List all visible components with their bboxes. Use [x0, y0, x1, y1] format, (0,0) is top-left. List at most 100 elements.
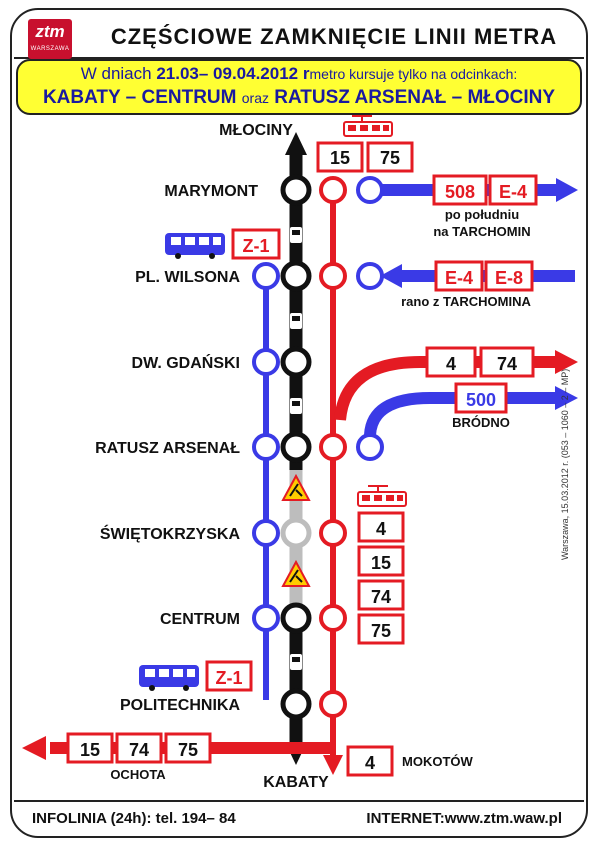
logo-subtext: WARSZAWA: [30, 46, 70, 52]
bus-stop-gdanski: [252, 348, 280, 376]
box-wilsona-1: [434, 260, 484, 292]
box-gdanski-2: [479, 346, 535, 378]
notice-box: W dniach 21.03– 09.04.2012 rmetro kursuj…: [16, 59, 582, 115]
route-tram-list-3: 74: [371, 587, 391, 607]
metro-station-arsenal: [280, 431, 312, 463]
notice-line-2: KABATY – CENTRUM oraz RATUSZ ARSENAŁ – M…: [18, 87, 580, 109]
box-marymont-2: [488, 174, 538, 206]
bus-stop-centrum: [252, 604, 280, 632]
route-wilsona-2: E-8: [495, 268, 523, 288]
footer: INFOLINIA (24h): tel. 194– 84 INTERNET:w…: [14, 800, 584, 838]
metro-train-icon: [290, 227, 302, 243]
wilsona-arrow: [380, 264, 402, 288]
box-tram-list-2: [357, 545, 405, 577]
roadwork-warning-icon: [281, 559, 311, 587]
metro-arrow-up: [285, 132, 307, 155]
box-wilsona-2: [484, 260, 534, 292]
arsenal-note: BRÓDNO: [452, 415, 510, 430]
station-label-arsenal: RATUSZ ARSENAŁ: [95, 440, 240, 457]
notice-suffix: metro kursuje tylko na odcinkach:: [309, 66, 518, 82]
metro-train-icon: [290, 654, 302, 670]
bus-stop-swietokrzyska: [252, 519, 280, 547]
notice-dates: 21.03– 09.04.2012: [156, 64, 299, 83]
notice-line-1: W dniach 21.03– 09.04.2012 rmetro kursuj…: [18, 64, 580, 84]
header: ztm WARSZAWA CZĘŚCIOWE ZAMKNIĘCIE LINII …: [14, 13, 584, 59]
roadwork-warning-icon: [281, 473, 311, 501]
box-ochota-2: [115, 732, 163, 764]
bus-icon: [139, 665, 199, 691]
route-tram-list-2: 15: [371, 553, 391, 573]
box-z1-top: [231, 228, 281, 260]
tram-stop-marymont: [319, 176, 347, 204]
tram-stop-wilsona: [319, 262, 347, 290]
bus-stop-wilsona: [252, 262, 280, 290]
marymont-note-1: po południu: [445, 207, 519, 222]
route-tram-list-1: 4: [376, 519, 386, 539]
box-top-tram-2: [366, 141, 414, 173]
box-gdanski-1: [425, 346, 477, 378]
notice-section-a: KABATY – CENTRUM: [42, 87, 237, 108]
route-ochota-1: 15: [80, 740, 100, 760]
box-ochota-1: [66, 732, 114, 764]
metro-station-politechnika: [280, 688, 312, 720]
notice-prefix: W dniach: [80, 64, 152, 83]
metro-station-marymont: [280, 174, 312, 206]
tram-icon: [343, 115, 393, 137]
mokotow-arrow: [323, 755, 343, 775]
box-tram-list-1: [357, 511, 405, 543]
print-info: Warszawa, 15.03.2012 r. (053 – 1060 – 2 …: [560, 368, 570, 560]
route-z1-bottom: Z-1: [216, 668, 243, 688]
station-label-marymont: MARYMONT: [164, 183, 258, 200]
route-gdanski-1: 4: [446, 354, 456, 374]
wilsona-note: rano z TARCHOMINA: [401, 294, 531, 309]
metro-stations: [280, 174, 312, 720]
station-label-wilsona: PL. WILSONA: [135, 269, 240, 286]
route-tram-list-4: 75: [371, 621, 391, 641]
arsenal-arrow: [555, 386, 578, 410]
infoline: INFOLINIA (24h): tel. 194– 84: [32, 810, 236, 827]
notice-section-b: RATUSZ ARSENAŁ – MŁOCINY: [274, 87, 556, 108]
ochota-note: OCHOTA: [110, 767, 166, 782]
route-ochota-2: 74: [129, 740, 149, 760]
route-gdanski-2: 74: [497, 354, 517, 374]
notice-r: r: [302, 64, 310, 83]
metro-train-icon: [290, 398, 302, 414]
metro-station-swietokrzyska: [280, 517, 312, 549]
tram-stops: [319, 176, 347, 718]
box-mokotow: [346, 745, 394, 777]
box-tram-list-4: [357, 613, 405, 645]
route-top-tram-1: 15: [330, 148, 350, 168]
tram-icon: [357, 485, 407, 507]
bus-stop-wilsona-right: [356, 262, 384, 290]
route-mokotow: 4: [365, 753, 375, 773]
ztm-logo: ztm WARSZAWA: [28, 19, 72, 59]
box-tram-list-3: [357, 579, 405, 611]
station-label-swietokrzyska: ŚWIĘTOKRZYSKA: [100, 524, 241, 543]
tram-stop-arsenal: [319, 433, 347, 461]
marymont-note-2: na TARCHOMIN: [433, 224, 530, 239]
metro-train-icon: [290, 313, 302, 329]
box-z1-bottom: [205, 660, 253, 692]
route-ochota-3: 75: [178, 740, 198, 760]
station-label-kabaty: KABATY: [263, 774, 329, 791]
gdanski-arrow: [555, 350, 578, 374]
box-ochota-3: [164, 732, 212, 764]
box-top-tram-1: [316, 141, 364, 173]
route-arsenal-bus: 500: [466, 390, 496, 410]
metro-station-wilsona: [280, 260, 312, 292]
bus-stops-left: [252, 262, 280, 632]
station-label-centrum: CENTRUM: [160, 611, 240, 628]
bus-icon: [165, 233, 225, 259]
poster-title: CZĘŚCIOWE ZAMKNIĘCIE LINII METRA: [110, 24, 558, 49]
route-marymont-1: 508: [445, 182, 475, 202]
marymont-arrow: [556, 178, 578, 202]
metro-station-centrum: [280, 602, 312, 634]
tram-stop-politechnika: [319, 690, 347, 718]
gdanski-tram-route: [334, 356, 555, 421]
route-wilsona-1: E-4: [445, 268, 473, 288]
station-label-gdanski: DW. GDAŃSKI: [132, 353, 240, 372]
bus-stop-marymont-right: [356, 176, 384, 204]
poster-frame: [10, 8, 588, 838]
bus-stop-arsenal-right: [356, 433, 384, 461]
